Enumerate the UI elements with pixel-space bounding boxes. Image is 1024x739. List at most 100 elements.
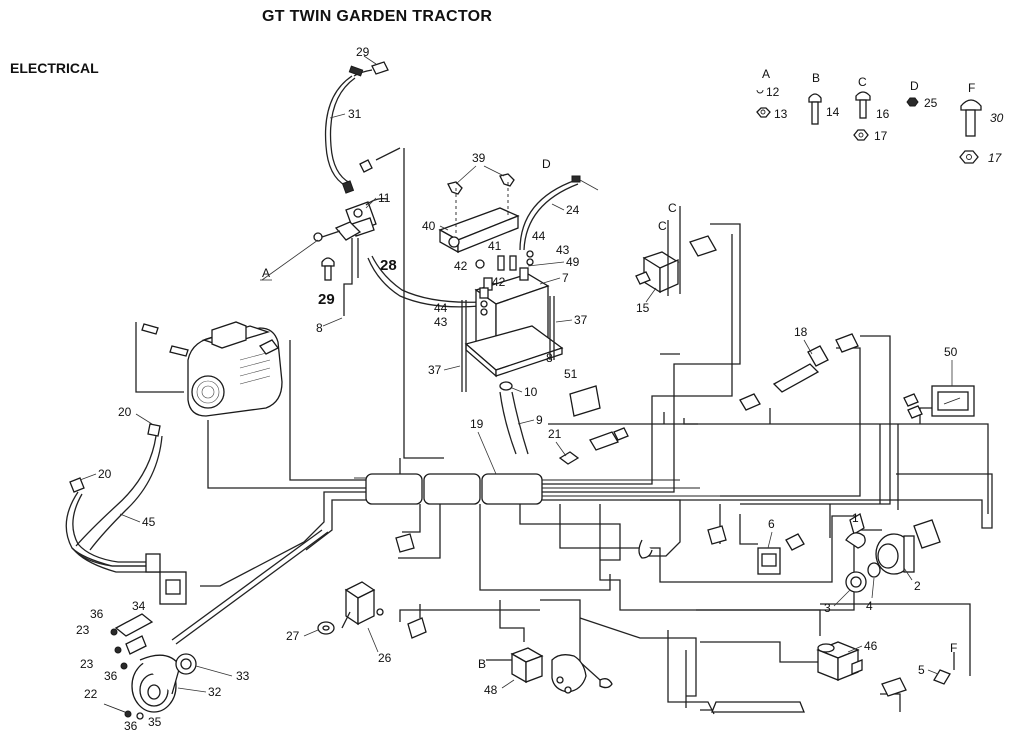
- legend-letter-a: A: [762, 67, 770, 81]
- callout-6: 6: [768, 517, 775, 531]
- callout-34: 34: [132, 599, 146, 613]
- callout-48: 48: [484, 683, 498, 697]
- legend-letter-b: B: [812, 71, 820, 85]
- callout-22: 22: [84, 687, 98, 701]
- connector-15: [659, 258, 679, 294]
- callout-28: 28: [380, 257, 397, 274]
- legend-12: 12: [766, 85, 780, 99]
- callout-37: 37: [574, 313, 588, 327]
- callout-7: 7: [562, 271, 569, 285]
- legend-14: 14: [826, 105, 840, 119]
- legend-13: 13: [774, 107, 788, 121]
- legend-letter-c: C: [858, 75, 867, 89]
- callout-8-b: 8: [546, 351, 553, 365]
- callout-49: 49: [566, 255, 580, 269]
- callout-5: 5: [918, 663, 925, 677]
- callout-39: 39: [472, 151, 486, 165]
- callout-42: 42: [454, 259, 468, 273]
- hex-nut-icon: [756, 107, 771, 118]
- switch-26: [357, 588, 375, 626]
- callout-29-large: 29: [318, 291, 335, 308]
- battery-assembly: [438, 173, 599, 455]
- hex-nut-c-icon: [853, 129, 869, 141]
- sub-harness-45: [65, 423, 187, 605]
- carriage-bolt-c-icon: [855, 91, 871, 101]
- ref-d: D: [542, 157, 551, 171]
- callout-32: 32: [208, 685, 222, 699]
- harness-sheath-1: [365, 473, 423, 505]
- diagram-title: GT TWIN GARDEN TRACTOR: [262, 8, 493, 25]
- legend-letter-f: F: [968, 81, 975, 95]
- ref-b: B: [478, 657, 486, 671]
- callout-23-b: 23: [80, 657, 94, 671]
- pto-switch: [317, 533, 427, 639]
- callout-2: 2: [914, 579, 921, 593]
- bullet-connector-20-b: [69, 477, 85, 493]
- ref-a: A: [262, 266, 270, 280]
- wiring-harness: [171, 223, 993, 715]
- section-subtitle: ELECTRICAL: [10, 60, 99, 76]
- callout-36: 36: [90, 607, 104, 621]
- relay-48: [525, 655, 543, 683]
- harness-plug: [145, 553, 161, 573]
- clutch-wire: [171, 529, 323, 641]
- callout-42-b: 42: [492, 275, 506, 289]
- ref-c-2: C: [658, 219, 667, 233]
- legend-16: 16: [876, 107, 890, 121]
- callout-10: 10: [524, 385, 538, 399]
- legend-letter-d: D: [910, 79, 919, 93]
- callout-11: 11: [378, 191, 391, 205]
- engine: [135, 321, 283, 417]
- cable-24: [519, 179, 577, 251]
- harness-sheath-19: [481, 473, 543, 505]
- callout-40: 40: [422, 219, 436, 233]
- callout-20: 20: [118, 405, 132, 419]
- callout-24: 24: [566, 203, 580, 217]
- callout-15: 15: [636, 301, 650, 315]
- carburetor-solenoid: [551, 654, 587, 693]
- callout-8: 8: [316, 321, 323, 335]
- hardware-legend: A B C D F 12 13 14 16 17 25 30 17: [756, 67, 1004, 165]
- decal-51: [569, 385, 601, 417]
- spark-plug-boot-icon: [141, 323, 159, 335]
- bolt-29-icon: [324, 265, 332, 281]
- callout-46: 46: [864, 639, 878, 653]
- pto-clutch: [103, 613, 197, 720]
- callout-51: 51: [564, 367, 578, 381]
- callout-21: 21: [548, 427, 562, 441]
- ignition-key: [849, 513, 865, 535]
- bolt-f-icon: [960, 99, 982, 111]
- callout-3: 3: [824, 601, 831, 615]
- callout-41: 41: [488, 239, 502, 253]
- wing-nut-icon-2: [499, 173, 515, 187]
- legend-25: 25: [924, 96, 938, 110]
- callout-20-b: 20: [98, 467, 112, 481]
- carriage-bolt-icon: [808, 93, 822, 103]
- hex-nut-f-icon: [959, 150, 979, 164]
- callout-50: 50: [944, 345, 958, 359]
- bullet-connector-20: [147, 423, 161, 437]
- callout-33: 33: [236, 669, 250, 683]
- grommet-10: [499, 381, 513, 391]
- ignition-wire: [135, 322, 184, 393]
- callout-23: 23: [76, 623, 90, 637]
- fuse-holder-18: [772, 363, 820, 393]
- interlock-lead: [711, 701, 805, 713]
- terminal-21: [558, 451, 580, 465]
- legend-17b: 17: [988, 151, 1003, 165]
- callout-36-b: 36: [104, 669, 118, 683]
- legend-17a: 17: [874, 129, 888, 143]
- callout-35: 35: [148, 715, 162, 729]
- ref-c-1: C: [668, 201, 677, 215]
- callout-1: 1: [852, 511, 859, 525]
- callout-4: 4: [866, 599, 873, 613]
- lockwasher-4: [867, 562, 881, 578]
- callout-44: 44: [434, 301, 448, 315]
- callout-9: 9: [536, 413, 543, 427]
- solenoid-48: [486, 647, 613, 694]
- callout-18: 18: [794, 325, 808, 339]
- callout-31: 31: [348, 107, 362, 121]
- nut-d-icon: [906, 97, 919, 107]
- starter-cable-group: [313, 61, 444, 459]
